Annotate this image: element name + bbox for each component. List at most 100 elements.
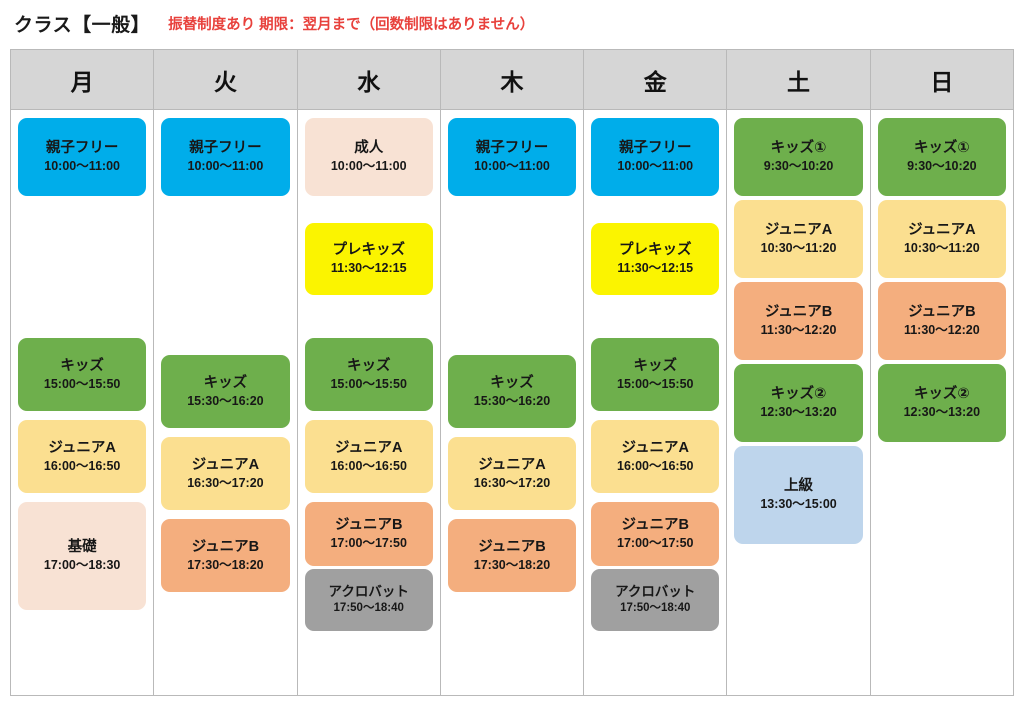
class-time: 10:00〜11:00	[187, 159, 264, 174]
class-card[interactable]: ジュニアB 17:30〜18:20	[161, 519, 290, 592]
class-time: 10:30〜11:20	[903, 241, 980, 256]
class-card[interactable]: キッズ① 9:30〜10:20	[734, 118, 863, 196]
class-card[interactable]: 親子フリー 10:00〜11:00	[161, 118, 290, 196]
class-time: 11:30〜12:20	[903, 323, 980, 338]
class-card[interactable]: 親子フリー 10:00〜11:00	[447, 118, 577, 196]
class-name: プレキッズ	[619, 242, 692, 259]
class-name: キッズ②	[913, 386, 970, 403]
class-name: ジュニアA	[764, 222, 833, 239]
class-name: アクロバット	[328, 583, 409, 599]
class-name: アクロバット	[615, 583, 696, 599]
day-header-木: 木	[440, 50, 584, 110]
class-card[interactable]: プレキッズ 11:30〜12:15	[304, 223, 433, 295]
class-name: 親子フリー	[475, 140, 549, 157]
class-card[interactable]: キッズ 15:30〜16:20	[447, 355, 577, 428]
page-header: クラス【一般】 振替制度あり 期限：翌月まで（回数制限はありません）	[0, 6, 1024, 40]
class-name: キッズ	[346, 357, 391, 374]
day-header-水: 水	[297, 50, 440, 110]
class-card[interactable]: ジュニアA 16:00〜16:50	[18, 420, 147, 493]
class-time: 11:30〜12:15	[330, 261, 407, 276]
class-name: 親子フリー	[189, 140, 262, 157]
class-name: キッズ	[633, 357, 678, 374]
class-name: キッズ	[60, 357, 104, 374]
class-time: 10:00〜11:00	[474, 159, 550, 174]
class-name: 親子フリー	[619, 140, 692, 157]
class-name: キッズ①	[913, 140, 970, 157]
class-card[interactable]: プレキッズ 11:30〜12:15	[591, 223, 720, 295]
class-name: ジュニアA	[334, 439, 403, 456]
class-card[interactable]: キッズ② 12:30〜13:20	[877, 364, 1006, 442]
header-note: 振替制度あり 期限：翌月まで（回数制限はありません）	[168, 16, 535, 33]
class-time: 17:00〜17:50	[330, 536, 407, 551]
day-header-月: 月	[11, 50, 154, 110]
class-card[interactable]: ジュニアA 10:30〜11:20	[734, 200, 863, 278]
class-card[interactable]: 成人 10:00〜11:00	[304, 118, 433, 196]
class-card[interactable]: キッズ② 12:30〜13:20	[734, 364, 863, 442]
class-time: 17:30〜18:20	[187, 557, 264, 572]
class-time: 10:30〜11:20	[760, 241, 837, 256]
class-time: 9:30〜10:20	[763, 159, 834, 174]
class-name: ジュニアB	[191, 538, 260, 555]
class-name: 基礎	[67, 539, 97, 556]
class-name: ジュニアA	[48, 439, 116, 456]
class-name: ジュニアB	[908, 304, 976, 321]
class-time: 16:00〜16:50	[330, 458, 407, 473]
class-name: ジュニアB	[764, 304, 833, 321]
class-time: 17:00〜18:30	[43, 558, 121, 573]
class-card[interactable]: ジュニアA 16:00〜16:50	[304, 420, 433, 493]
day-header-金: 金	[584, 50, 727, 110]
class-time: 17:30〜18:20	[473, 557, 551, 572]
class-time: 15:00〜15:50	[43, 376, 121, 391]
class-time: 12:30〜13:20	[760, 405, 837, 420]
class-time: 15:30〜16:20	[473, 393, 551, 408]
class-name: 成人	[354, 140, 384, 157]
day-header-土: 土	[727, 50, 870, 110]
class-name: キッズ	[490, 374, 534, 391]
class-card[interactable]: 基礎 17:00〜18:30	[18, 502, 147, 610]
class-name: プレキッズ	[332, 242, 405, 259]
class-time: 9:30〜10:20	[907, 159, 977, 174]
class-card[interactable]: キッズ 15:00〜15:50	[591, 338, 720, 411]
class-name: ジュニアB	[334, 517, 403, 534]
class-time: 16:00〜16:50	[43, 458, 121, 473]
class-name: キッズ①	[770, 140, 827, 157]
class-time: 11:30〜12:15	[617, 261, 694, 276]
class-time: 13:30〜15:00	[760, 497, 837, 512]
class-time: 17:00〜17:50	[617, 536, 694, 551]
day-header-火: 火	[154, 50, 297, 110]
class-card[interactable]: ジュニアB 17:00〜17:50	[591, 502, 720, 566]
class-time: 10:00〜11:00	[44, 159, 121, 174]
class-card[interactable]: キッズ① 9:30〜10:20	[877, 118, 1006, 196]
class-card[interactable]: ジュニアB 17:00〜17:50	[304, 502, 433, 566]
class-time: 12:30〜13:20	[903, 405, 981, 420]
class-name: キッズ②	[770, 386, 827, 403]
class-card[interactable]: キッズ 15:00〜15:50	[18, 338, 147, 411]
class-card[interactable]: ジュニアB 11:30〜12:20	[877, 282, 1006, 360]
class-time: 15:00〜15:50	[617, 376, 694, 391]
class-time: 16:00〜16:50	[617, 458, 694, 473]
class-name: ジュニアB	[621, 517, 689, 534]
class-time: 10:00〜11:00	[330, 159, 407, 174]
